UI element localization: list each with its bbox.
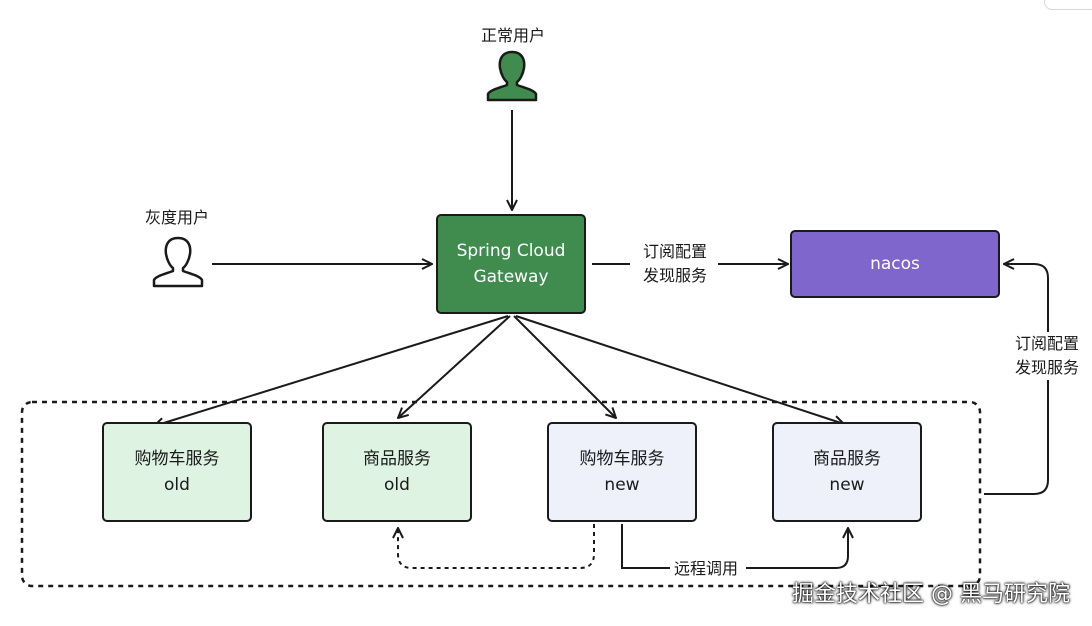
gray-user-label: 灰度用户 bbox=[144, 208, 209, 227]
gateway-title-line1: Spring Cloud bbox=[456, 241, 566, 261]
service-name: 商品服务 bbox=[813, 449, 881, 469]
user-icon-outline bbox=[152, 236, 204, 288]
service-cart-old: 购物车服务 old bbox=[102, 422, 252, 522]
remote-call-label: 远程调用 bbox=[673, 559, 738, 578]
edge-remote-call-arrow bbox=[746, 528, 848, 569]
edge-gateway-to-cart-new bbox=[513, 315, 616, 418]
edge-cart-new-to-product-old-dashed bbox=[398, 524, 595, 569]
service-product-new: 商品服务 new bbox=[772, 422, 922, 522]
service-name: 购物车服务 bbox=[579, 449, 665, 469]
service-product-old: 商品服务 old bbox=[322, 422, 472, 522]
normal-user-label: 正常用户 bbox=[480, 26, 545, 45]
watermark: 掘金技术社区 @ 黑马研究院 bbox=[792, 582, 1070, 607]
edge-gateway-to-cart-old bbox=[154, 315, 509, 426]
service-name: 商品服务 bbox=[363, 449, 431, 469]
gateway-nacos-edge-label-line2: 发现服务 bbox=[642, 266, 707, 285]
edge-gateway-to-product-old bbox=[398, 315, 511, 418]
gateway-nacos-edge-label: 订阅配置 发现服务 bbox=[636, 240, 714, 288]
service-version: old bbox=[164, 475, 190, 495]
service-group-boundary bbox=[20, 400, 982, 588]
edge-remote-call bbox=[621, 524, 670, 569]
edge-gateway-to-product-new bbox=[515, 315, 844, 424]
gateway-nacos-edge-label-line1: 订阅配置 bbox=[642, 242, 707, 261]
service-version: old bbox=[384, 475, 410, 495]
service-version: new bbox=[604, 475, 640, 495]
services-nacos-edge-label-line2: 发现服务 bbox=[1014, 358, 1079, 377]
services-nacos-edge-label-line1: 订阅配置 bbox=[1014, 334, 1079, 353]
gateway-title-line2: Gateway bbox=[473, 267, 549, 287]
service-version: new bbox=[829, 475, 865, 495]
service-name: 购物车服务 bbox=[134, 449, 220, 469]
services-nacos-edge-label: 订阅配置 发现服务 bbox=[1004, 332, 1090, 380]
service-cart-new: 购物车服务 new bbox=[547, 422, 697, 522]
gateway-node: Spring Cloud Gateway bbox=[436, 214, 586, 314]
user-icon-filled bbox=[486, 50, 538, 102]
nacos-label: nacos bbox=[870, 254, 920, 274]
nacos-node: nacos bbox=[790, 230, 1000, 298]
corner-panel-tab[interactable] bbox=[1044, 0, 1092, 10]
